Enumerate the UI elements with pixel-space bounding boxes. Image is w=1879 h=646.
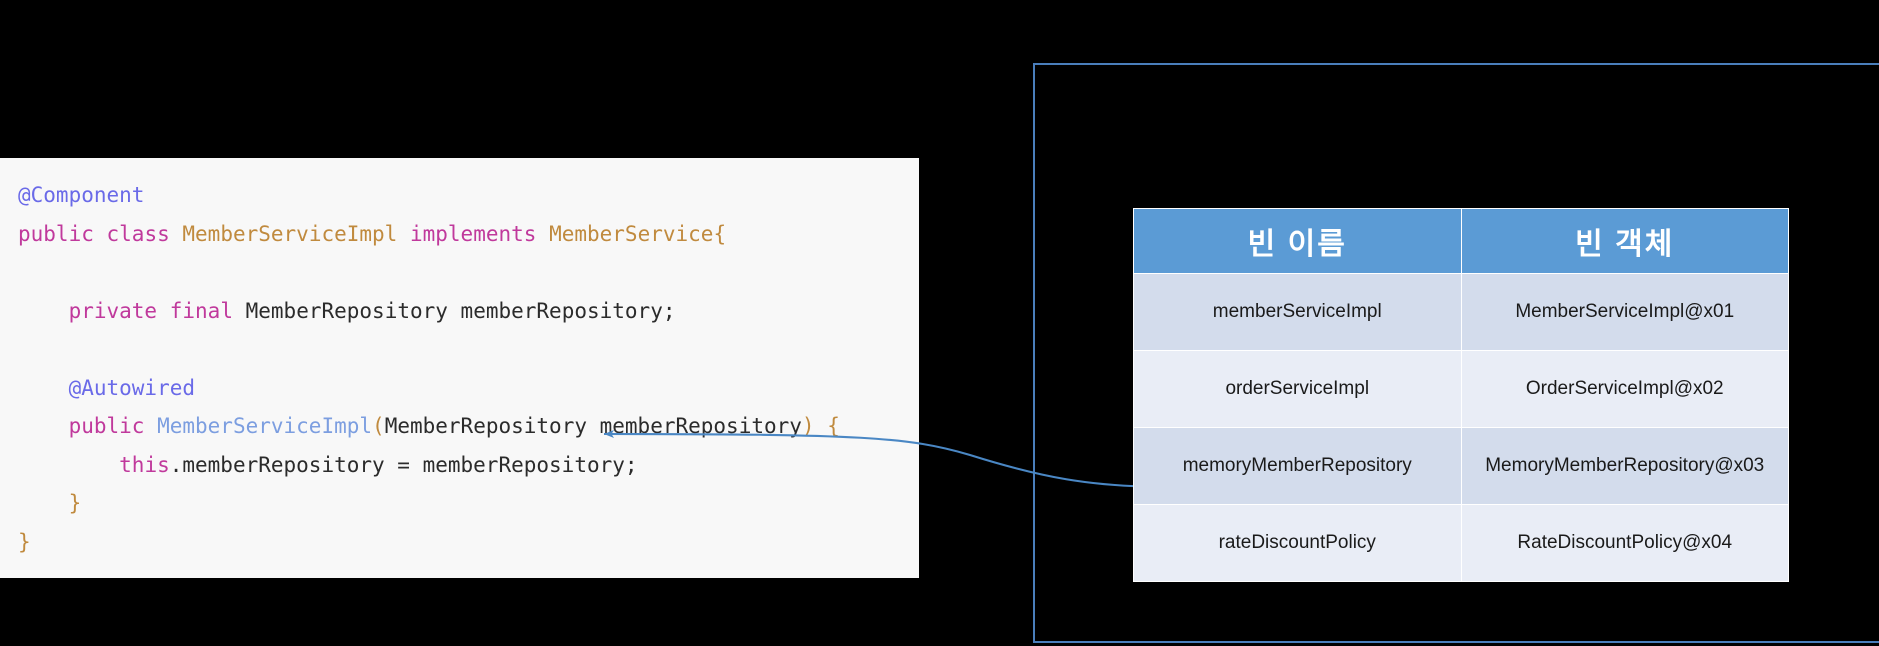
cell-bean-object: RateDiscountPolicy@x04 <box>1460 504 1789 582</box>
code-line: @Autowired <box>18 369 919 408</box>
code-token <box>18 299 69 323</box>
code-token <box>18 376 69 400</box>
code-line: private final MemberRepository memberRep… <box>18 292 919 331</box>
code-line <box>18 330 919 369</box>
code-token <box>157 299 170 323</box>
code-token: ) { <box>801 414 840 438</box>
code-token <box>94 222 107 246</box>
code-token <box>170 222 183 246</box>
code-line: } <box>18 484 919 523</box>
code-token <box>397 222 410 246</box>
column-header-bean-name: 빈 이름 <box>1133 208 1462 274</box>
code-token: public <box>68 414 145 438</box>
code-token: MemberServiceImpl <box>157 414 373 438</box>
code-token: MemberServiceImpl <box>182 221 398 246</box>
cell-bean-object: MemberServiceImpl@x01 <box>1460 273 1789 351</box>
code-token <box>144 414 157 438</box>
cell-bean-name: orderServiceImpl <box>1133 350 1462 428</box>
cell-bean-name: rateDiscountPolicy <box>1133 504 1462 582</box>
code-token <box>18 414 69 438</box>
code-token: @Autowired <box>68 375 196 400</box>
code-token <box>536 222 549 246</box>
cell-bean-name: memoryMemberRepository <box>1133 427 1462 505</box>
code-line: public class MemberServiceImpl implement… <box>18 215 919 254</box>
code-token <box>233 299 246 323</box>
code-line: } <box>18 523 919 562</box>
code-token: MemberRepository memberRepository <box>384 414 802 438</box>
code-token: MemberRepository memberRepository; <box>245 298 676 323</box>
code-token: } <box>18 529 31 554</box>
code-token: MemberService <box>549 221 714 246</box>
code-line: @Component <box>18 176 919 215</box>
code-token: } <box>18 491 82 515</box>
table-header-row: 빈 이름 빈 객체 <box>1133 208 1789 274</box>
code-line: public MemberServiceImpl(MemberRepositor… <box>18 407 919 446</box>
code-token: ( <box>372 414 385 438</box>
cell-bean-object: OrderServiceImpl@x02 <box>1460 350 1789 428</box>
code-token: class <box>106 221 170 246</box>
column-header-bean-object: 빈 객체 <box>1460 208 1789 274</box>
code-token: final <box>169 298 233 323</box>
cell-bean-name: memberServiceImpl <box>1133 273 1462 351</box>
spring-container-box <box>1033 63 1879 643</box>
code-token: .memberRepository = memberRepository; <box>169 452 638 477</box>
cell-bean-object: MemoryMemberRepository@x03 <box>1460 427 1789 505</box>
code-token: private <box>68 298 158 323</box>
code-panel: @Component public class MemberServiceImpl… <box>0 158 919 578</box>
code-token: public <box>18 221 94 246</box>
code-token: implements <box>409 221 537 246</box>
code-line <box>18 253 919 292</box>
code-token <box>18 453 119 477</box>
code-token: this <box>119 452 170 477</box>
code-token: { <box>713 221 727 246</box>
code-lines: @Component public class MemberServiceImpl… <box>18 176 919 561</box>
code-token: @Component <box>18 183 145 207</box>
code-line: this.memberRepository = memberRepository… <box>18 446 919 485</box>
